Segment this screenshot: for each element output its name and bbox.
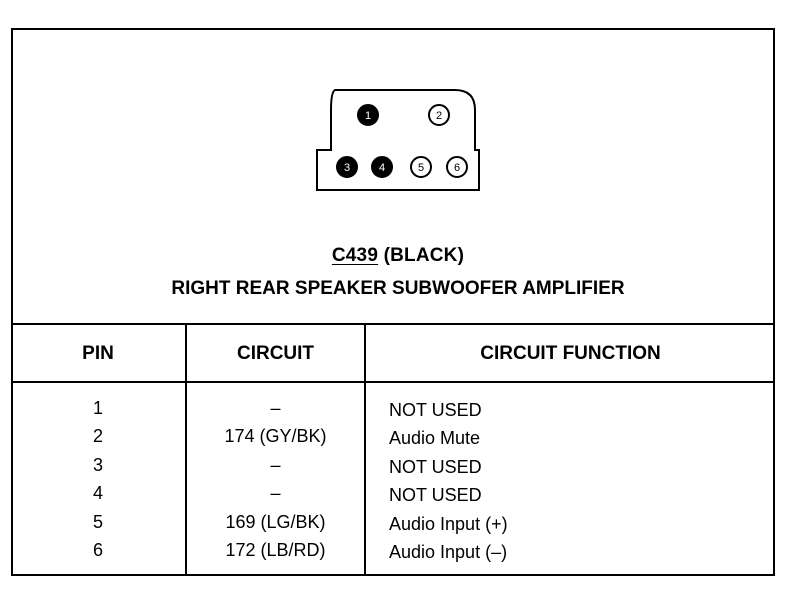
table-header-rule [11, 381, 775, 383]
diagram-frame [11, 28, 775, 576]
connector-pin-6: 6 [446, 156, 468, 178]
cell-function: Audio Input (+) [389, 513, 508, 534]
table-row: 5 169 (LG/BK) Audio Input (+) [11, 512, 775, 540]
header-pin: PIN [82, 343, 114, 364]
pin-number-label: 4 [379, 162, 385, 174]
cell-circuit: 174 (GY/BK) [224, 426, 327, 447]
pin-cavity [336, 156, 358, 178]
table-row: 3 – NOT USED [11, 455, 775, 483]
connector-pin-3: 3 [336, 156, 358, 178]
table-row: 6 172 (LB/RD) Audio Input (–) [11, 540, 775, 568]
cell-function: Audio Mute [389, 428, 481, 449]
pin-number-label: 5 [418, 162, 424, 174]
table-row: 4 – NOT USED [11, 483, 775, 511]
pin-cavity [371, 156, 393, 178]
column-divider [364, 323, 366, 576]
connector-pin-4: 4 [371, 156, 393, 178]
cell-pin: 1 [92, 398, 103, 418]
cell-pin: 5 [92, 511, 103, 532]
column-divider [185, 323, 187, 576]
pin-number-label: 1 [365, 110, 371, 122]
pin-number-label: 2 [436, 110, 442, 122]
connector-pin-1: 1 [357, 104, 379, 126]
pin-number-label: 3 [344, 162, 350, 174]
cell-pin: 2 [92, 426, 103, 447]
connector-code: C439 [331, 245, 379, 266]
cell-pin: 3 [92, 454, 103, 475]
pin-cavity [410, 156, 432, 178]
cell-function: Audio Input (–) [389, 541, 508, 562]
header-circuit: CIRCUIT [236, 343, 315, 364]
cell-function: NOT USED [389, 456, 482, 477]
connector-title-block: C439 (BLACK) RIGHT REAR SPEAKER SUBWOOFE… [0, 243, 796, 302]
pin-cavity [428, 104, 450, 126]
cell-function: NOT USED [389, 485, 482, 506]
pin-cavity [357, 104, 379, 126]
connector-description: RIGHT REAR SPEAKER SUBWOOFER AMPLIFIER [171, 278, 625, 299]
cell-circuit: 172 (LB/RD) [225, 539, 326, 560]
connector-face-diagram: 1 2 3 4 5 6 [316, 89, 480, 191]
table-top-rule [11, 323, 775, 325]
connector-outline [316, 89, 480, 191]
cell-pin: 4 [92, 483, 103, 504]
header-circuit-function: CIRCUIT FUNCTION [480, 343, 661, 364]
pin-number-label: 6 [454, 162, 460, 174]
pin-table-body: 1 – NOT USED 2 174 (GY/BK) Audio Mute 3 … [11, 398, 775, 568]
cell-function: NOT USED [389, 400, 482, 420]
cell-circuit: – [270, 483, 281, 504]
table-row: 2 174 (GY/BK) Audio Mute [11, 426, 775, 454]
connector-color-label: (BLACK) [383, 245, 465, 266]
cell-circuit: – [270, 454, 281, 475]
cell-circuit: 169 (LG/BK) [225, 511, 326, 532]
connector-pin-5: 5 [410, 156, 432, 178]
table-row: 1 – NOT USED [11, 398, 775, 426]
pin-cavity [446, 156, 468, 178]
cell-pin: 6 [92, 539, 103, 560]
connector-title: C439 (BLACK) [0, 243, 796, 269]
connector-pin-2: 2 [428, 104, 450, 126]
cell-circuit: – [270, 398, 281, 418]
